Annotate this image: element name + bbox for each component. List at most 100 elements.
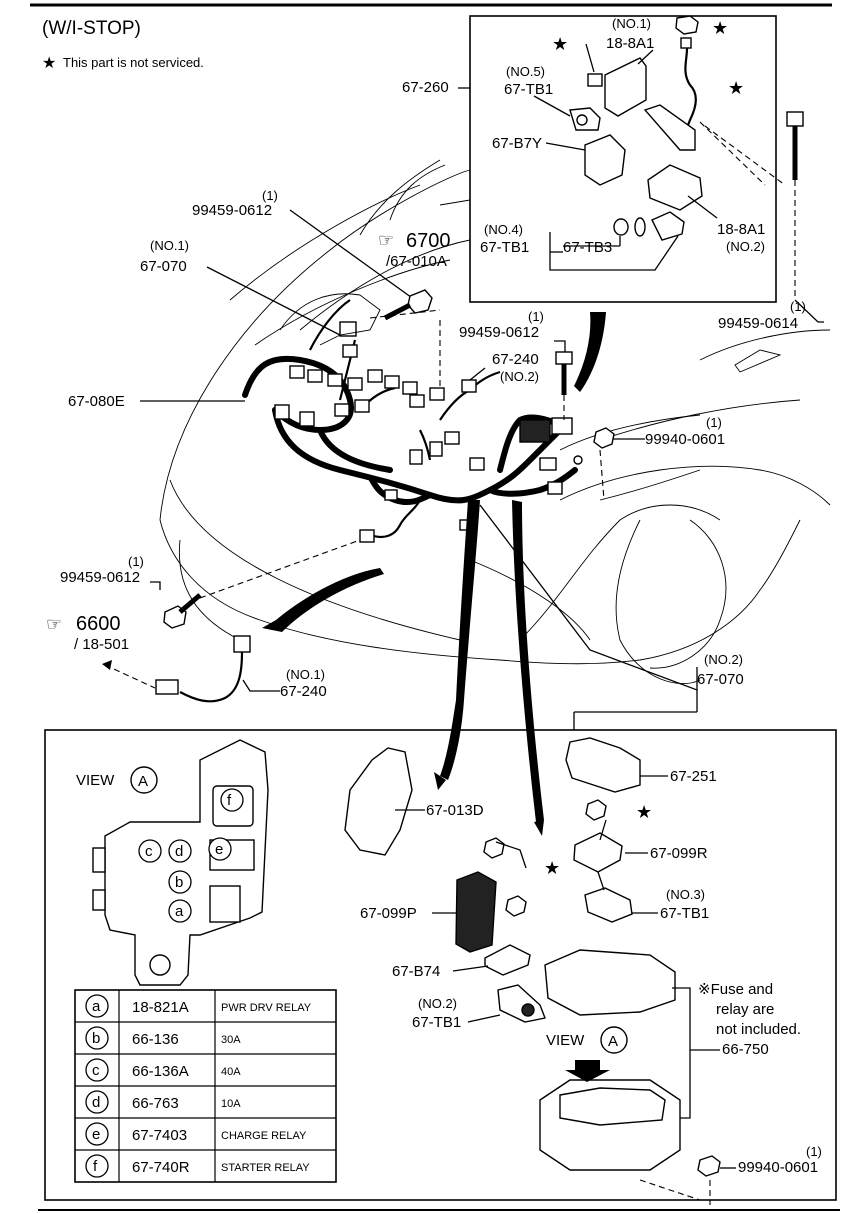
harness-67-240-no1	[102, 635, 251, 703]
callout-67-tb1-no3-qty: (NO.3)	[666, 887, 705, 902]
callout-67-b7y: 67-B7Y	[492, 135, 542, 152]
legend-part-number: 67-740R	[132, 1159, 190, 1176]
callout-67-tb1-no4-qty: (NO.4)	[484, 222, 523, 237]
callout-67-070-no1: 67-070	[140, 258, 187, 275]
callout-99459-0612-c: 99459-0612	[60, 569, 140, 586]
callout-67-240-no2-qty: (NO.2)	[500, 369, 539, 384]
callout-99459-0612-b: 99459-0612	[459, 324, 539, 341]
inset-callouts: (NO.1) 18-8A1 ★ ★ ★ (NO.5) 67-TB1 67-B7Y…	[480, 16, 765, 256]
view-a-letter: A	[138, 773, 148, 790]
engine-wire-harness	[242, 293, 583, 543]
position-d: d	[175, 843, 183, 860]
position-c: c	[145, 843, 153, 860]
callout-67-251: 67-251	[670, 768, 717, 785]
callout-18-8a1-no1: 18-8A1	[606, 35, 654, 52]
lower-parts	[344, 737, 736, 1205]
callout-66-750: 66-750	[722, 1041, 769, 1058]
legend-description: STARTER RELAY	[221, 1162, 310, 1174]
star-icon: ★	[42, 55, 56, 72]
fuse-note-line-3: not included.	[716, 1021, 801, 1038]
legend-description: 10A	[221, 1098, 241, 1110]
position-e: e	[215, 841, 223, 858]
legend-key: f	[93, 1158, 98, 1175]
ref-6600-sub: / 18-501	[74, 636, 129, 653]
callout-18-8a1-no1-qty: (NO.1)	[612, 16, 651, 31]
callout-99940-0601-b-qty: (1)	[806, 1144, 822, 1159]
swoosh-arrows	[262, 312, 606, 836]
legend-part-number: 67-7403	[132, 1127, 187, 1144]
callout-99459-0614: 99459-0614	[718, 315, 798, 332]
bolts-main	[163, 289, 615, 629]
legend-description: 30A	[221, 1034, 241, 1046]
callout-99459-0612-a: 99459-0612	[192, 202, 272, 219]
legend-row: d 66-763 10A	[85, 1090, 241, 1114]
star-icon: ★	[636, 802, 652, 822]
position-a: a	[175, 903, 184, 920]
callout-99459-0612-b-qty: (1)	[528, 309, 544, 324]
fuse-note-line-2: relay are	[716, 1001, 774, 1018]
callout-67-tb1-no2: 67-TB1	[412, 1014, 461, 1031]
callout-99459-0612-c-qty: (1)	[128, 554, 144, 569]
lower-callouts: VIEW A 67-013D 67-251 ★ 67-099R ★ (NO.3)…	[76, 766, 822, 1176]
legend-key: e	[92, 1126, 100, 1143]
legend-key: d	[92, 1094, 100, 1111]
legend-description: PWR DRV RELAY	[221, 1002, 312, 1014]
view-label-2: VIEW	[546, 1032, 585, 1049]
callout-67-070-no1-qty: (NO.1)	[150, 238, 189, 253]
callout-67-240-no2: 67-240	[492, 351, 539, 368]
view-label: VIEW	[76, 772, 115, 789]
relay-legend-table: a 18-821A PWR DRV RELAY b 66-136 30A c 6…	[74, 989, 337, 1183]
callout-67-260: 67-260	[402, 79, 449, 96]
callout-67-tb1-no4: 67-TB1	[480, 239, 529, 256]
legend-key: a	[92, 998, 101, 1015]
star-icon: ★	[544, 858, 560, 878]
callout-67-099r: 67-099R	[650, 845, 708, 862]
view-a-letter-2: A	[608, 1033, 618, 1050]
callout-67-tb1-no5: 67-TB1	[504, 81, 553, 98]
leader-lines	[140, 87, 698, 730]
callout-99459-0614-qty: (1)	[790, 299, 806, 314]
ref-6700: 6700	[406, 230, 451, 252]
hand-pointer-icon: ☞	[46, 614, 62, 634]
callout-99940-0601-a-qty: (1)	[706, 415, 722, 430]
view-a-circle	[130, 766, 158, 794]
fuse-box-position-markers: f c d e b a	[138, 788, 244, 923]
legend-part-number: 18-821A	[132, 999, 189, 1016]
legend-part-number: 66-136	[132, 1031, 179, 1048]
callout-67-013d: 67-013D	[426, 802, 484, 819]
callout-67-099p: 67-099P	[360, 905, 417, 922]
hand-pointer-icon: ☞	[378, 230, 394, 250]
part-callouts: (1) 99459-0612 ☞ 6700 /67-010A (NO.1) 67…	[46, 79, 806, 700]
callout-67-tb3: 67-TB3	[563, 239, 612, 256]
legend-part-number: 66-136A	[132, 1063, 189, 1080]
diagram-title: (W/I-STOP)	[42, 18, 141, 39]
star-icon: ★	[728, 78, 744, 98]
callout-67-tb1-no5-qty: (NO.5)	[506, 64, 545, 79]
callout-18-8a1-no2-qty: (NO.2)	[726, 239, 765, 254]
not-serviced-note: This part is not serviced.	[63, 55, 204, 70]
view-a-circle-2	[600, 1026, 628, 1054]
legend-row: b 66-136 30A	[85, 1026, 241, 1050]
legend-row: e 67-7403 CHARGE RELAY	[85, 1122, 307, 1146]
callout-67-b74: 67-B74	[392, 963, 440, 980]
legend-key: b	[92, 1030, 100, 1047]
legend-row: f 67-740R STARTER RELAY	[85, 1154, 310, 1178]
position-b: b	[175, 874, 183, 891]
callout-67-080e: 67-080E	[68, 393, 125, 410]
vehicle-outline	[159, 159, 831, 684]
lower-detail-frame	[44, 729, 837, 1201]
star-icon: ★	[712, 18, 728, 38]
legend-row: a 18-821A PWR DRV RELAY	[85, 994, 312, 1018]
callout-67-tb1-no3: 67-TB1	[660, 905, 709, 922]
callout-99940-0601-b: 99940-0601	[738, 1159, 818, 1176]
callout-67-070-no2-qty: (NO.2)	[704, 652, 743, 667]
callout-67-070-no2: 67-070	[697, 671, 744, 688]
legend-row: c 66-136A 40A	[85, 1058, 241, 1082]
callout-18-8a1-no2: 18-8A1	[717, 221, 765, 238]
fuse-note-line-1: ※Fuse and	[698, 981, 773, 998]
callout-67-240-no1: 67-240	[280, 683, 327, 700]
position-f: f	[227, 792, 232, 809]
legend-description: CHARGE RELAY	[221, 1130, 307, 1142]
ref-6700-sub: /67-010A	[386, 253, 447, 270]
